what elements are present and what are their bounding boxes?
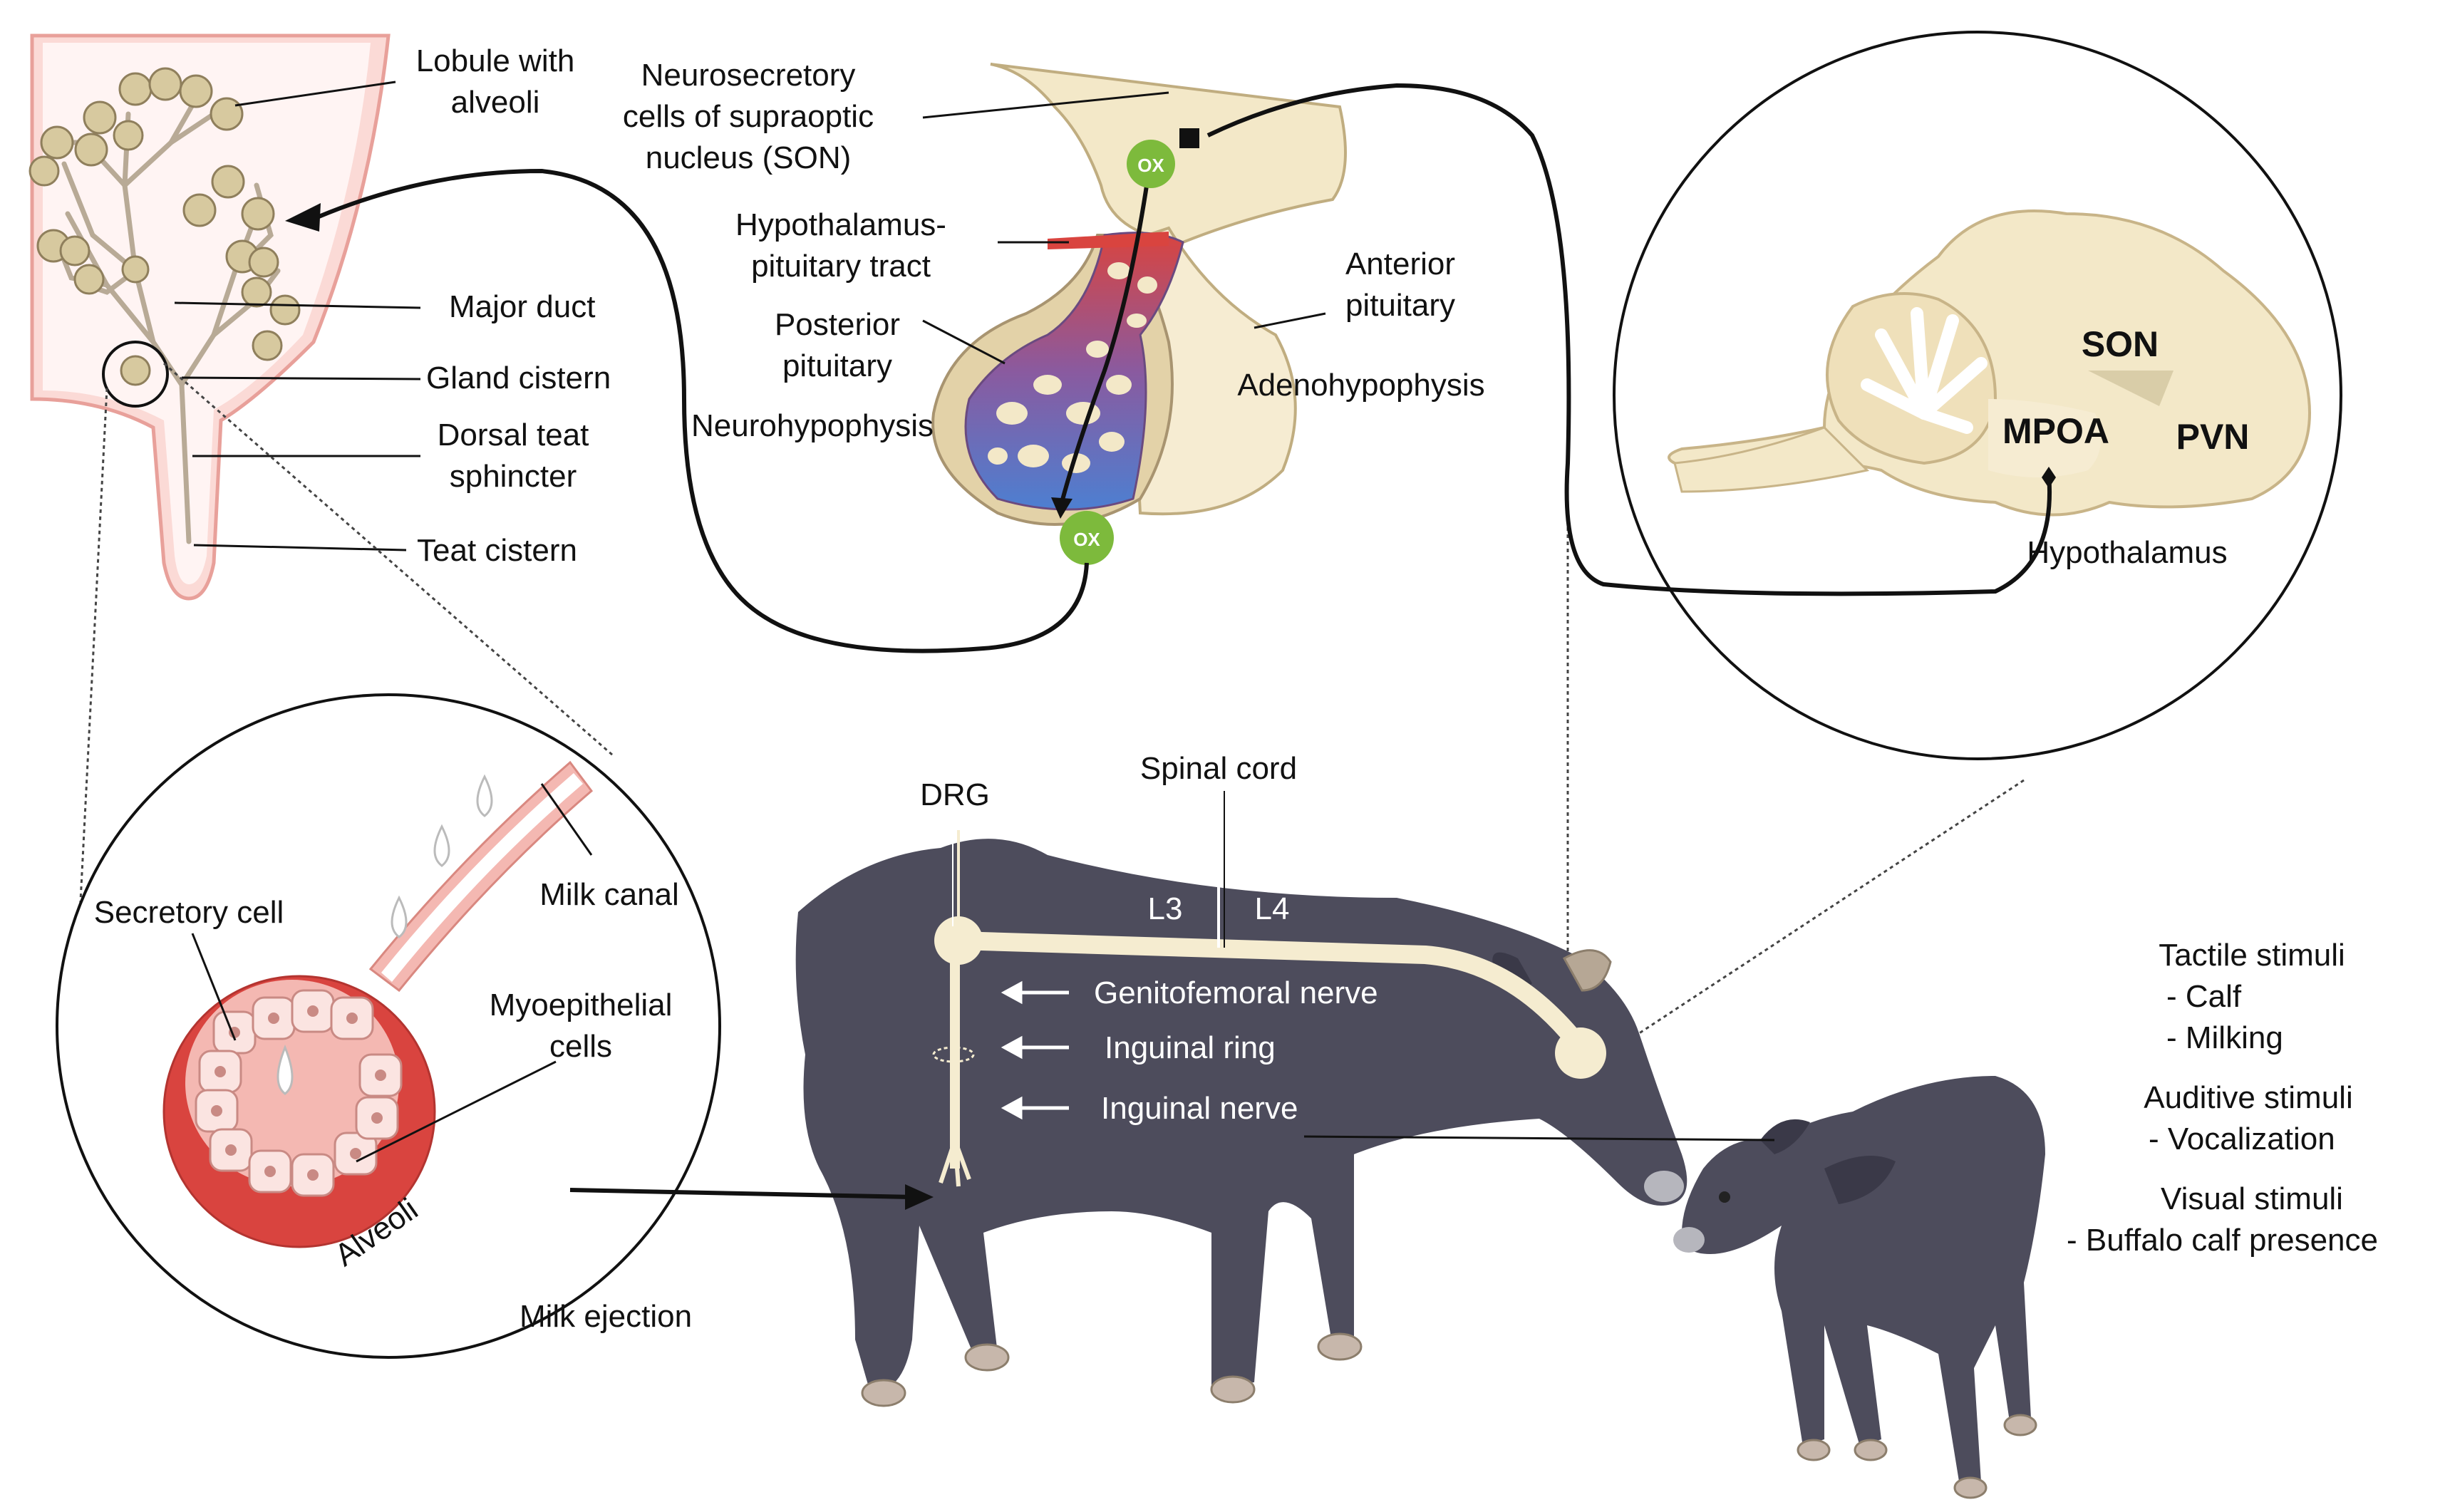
blood-to-udder-line: [316, 168, 1089, 653]
calf-ear-right: [1824, 1156, 1896, 1204]
tract-label-2: pituitary tract: [751, 249, 931, 284]
genitofemoral-nerve-label: Genitofemoral nerve: [1094, 975, 1378, 1010]
lobule-label-2: alveoli: [451, 85, 540, 120]
mpoa-region-label: MPOA: [2002, 411, 2109, 451]
pvn-region-label: PVN: [2176, 417, 2250, 457]
tactile-calf-item: - Calf: [2166, 979, 2242, 1014]
milk-ejection-arrow: [569, 1188, 913, 1199]
milk-canal-label: Milk canal: [539, 877, 679, 912]
stimuli-list: Tactile stimuli - Calf - Milking Auditiv…: [2067, 938, 2378, 1258]
posterior-label-1: Posterior: [775, 307, 900, 342]
nerve-branches: [939, 1139, 971, 1187]
inguinal-ring-marker: [932, 1046, 975, 1063]
magnified-region-marker: [102, 341, 169, 408]
son-cells-label-1: Neurosecretory: [641, 58, 856, 93]
lobule-label-1: Lobule with: [416, 43, 575, 78]
drg-ganglion: [934, 916, 983, 965]
milk-ejection-label: Milk ejection: [520, 1299, 692, 1334]
visual-buffalo-item: - Buffalo calf presence: [2067, 1223, 2378, 1258]
pituitary-labels: Neurosecretory cells of supraoptic nucle…: [623, 58, 1485, 443]
son-cells-label-2: cells of supraoptic: [623, 99, 874, 134]
l3-label: L3: [1148, 891, 1183, 926]
buffalo-calf: [1673, 1076, 2045, 1499]
brain-inset: SON MPOA PVN Hypothalamus: [1566, 31, 2342, 1049]
hypothalamus-region: [1988, 399, 2101, 477]
major-duct-label: Major duct: [449, 289, 595, 324]
teat-cistern-label: Teat cistern: [417, 533, 577, 568]
oxytocin-axon: [1060, 156, 1153, 503]
auditive-vocalization-item: - Vocalization: [2149, 1122, 2335, 1156]
l4-label: L4: [1255, 891, 1290, 926]
udder-arrowhead: [285, 203, 321, 232]
son-synapse-marker: [1179, 128, 1199, 148]
udder-labels: Lobule with alveoli Major duct Gland cis…: [416, 43, 611, 568]
drg-label: DRG: [920, 777, 990, 812]
brain-terminus: [1555, 1027, 1606, 1079]
spinal-cord: [949, 931, 1584, 1050]
milk-canal-lumen: [381, 773, 583, 982]
cell-nuclei: [211, 1005, 386, 1181]
adenohypophysis-label: Adenohypophysis: [1237, 368, 1484, 403]
tactile-stimuli-heading: Tactile stimuli: [2159, 938, 2345, 973]
hypothalamus-label: Hypothalamus: [2027, 535, 2227, 570]
buffalo-body: [795, 839, 1687, 1389]
anterior-label-2: pituitary: [1345, 288, 1455, 323]
calf-muzzle: [1673, 1227, 1705, 1253]
buffalo-hooves: [861, 1332, 1363, 1407]
buffalo-horn: [1562, 949, 1612, 992]
calf-ear-left: [1760, 1119, 1810, 1154]
spinal-cord-label: Spinal cord: [1140, 751, 1297, 786]
ox-label-top: OX: [1137, 155, 1164, 176]
cerebellum-folia: [1861, 307, 1988, 434]
calf-body: [1682, 1076, 2045, 1486]
buffalo-cow: [795, 839, 1687, 1407]
tract-label-1: Hypothalamus-: [735, 207, 946, 242]
inguinal-ring-label: Inguinal ring: [1105, 1030, 1276, 1065]
ventricle: [2088, 371, 2174, 406]
gland-cistern-label: Gland cistern: [426, 361, 611, 395]
inguinal-nerve-label: Inguinal nerve: [1101, 1091, 1298, 1126]
pituitary-illustration: OX OX: [922, 63, 1347, 565]
ox-label-bottom: OX: [1073, 529, 1100, 550]
calf-hooves: [1797, 1414, 2037, 1499]
dorsal-teat-label-2: sphincter: [450, 459, 577, 494]
son-region-label: SON: [2082, 324, 2159, 364]
lobules: [29, 67, 301, 386]
myoepithelial-label-1: Myoepithelial: [490, 988, 673, 1022]
vessel-network: [988, 262, 1157, 473]
milk-ejection-arrowhead: [905, 1184, 934, 1210]
mpoa-synapse-marker: [2042, 467, 2056, 488]
neurohypophysis-label: Neurohypophysis: [691, 408, 934, 443]
myoepithelial-label-2: cells: [549, 1029, 612, 1064]
alveoli-inset: Secretory cell Milk canal Myoepithelial …: [56, 693, 721, 1359]
calf-eye: [1719, 1191, 1730, 1203]
neural-pathway: L3 L4 Genitofemoral nerve Inguinal ring …: [920, 751, 1775, 1187]
axon-arrowhead: [1051, 497, 1072, 519]
anterior-pituitary: [1124, 226, 1297, 516]
tactile-milking-item: - Milking: [2166, 1020, 2283, 1055]
ox-release-bottom: OX: [1060, 511, 1114, 565]
brain-to-son-line: [1206, 83, 2052, 596]
auditive-stimuli-heading: Auditive stimuli: [2144, 1080, 2352, 1115]
buffalo-muzzle: [1644, 1171, 1684, 1202]
visual-stimuli-heading: Visual stimuli: [2161, 1181, 2343, 1216]
secretory-cell-label: Secretory cell: [94, 895, 284, 930]
son-cells-label-3: nucleus (SON): [646, 140, 852, 175]
nerve-arrows: [1001, 980, 1069, 1120]
milk-droplets: [276, 774, 493, 1095]
posterior-label-2: pituitary: [782, 348, 892, 383]
dorsal-teat-label-1: Dorsal teat: [438, 418, 589, 452]
ox-neuron-top: OX: [1127, 140, 1175, 188]
vascular-plexus: [964, 232, 1184, 511]
oxytocin-circuit: Milk ejection: [285, 83, 2056, 1334]
brainstem: [1673, 426, 1870, 493]
anterior-label-1: Anterior: [1345, 247, 1455, 281]
